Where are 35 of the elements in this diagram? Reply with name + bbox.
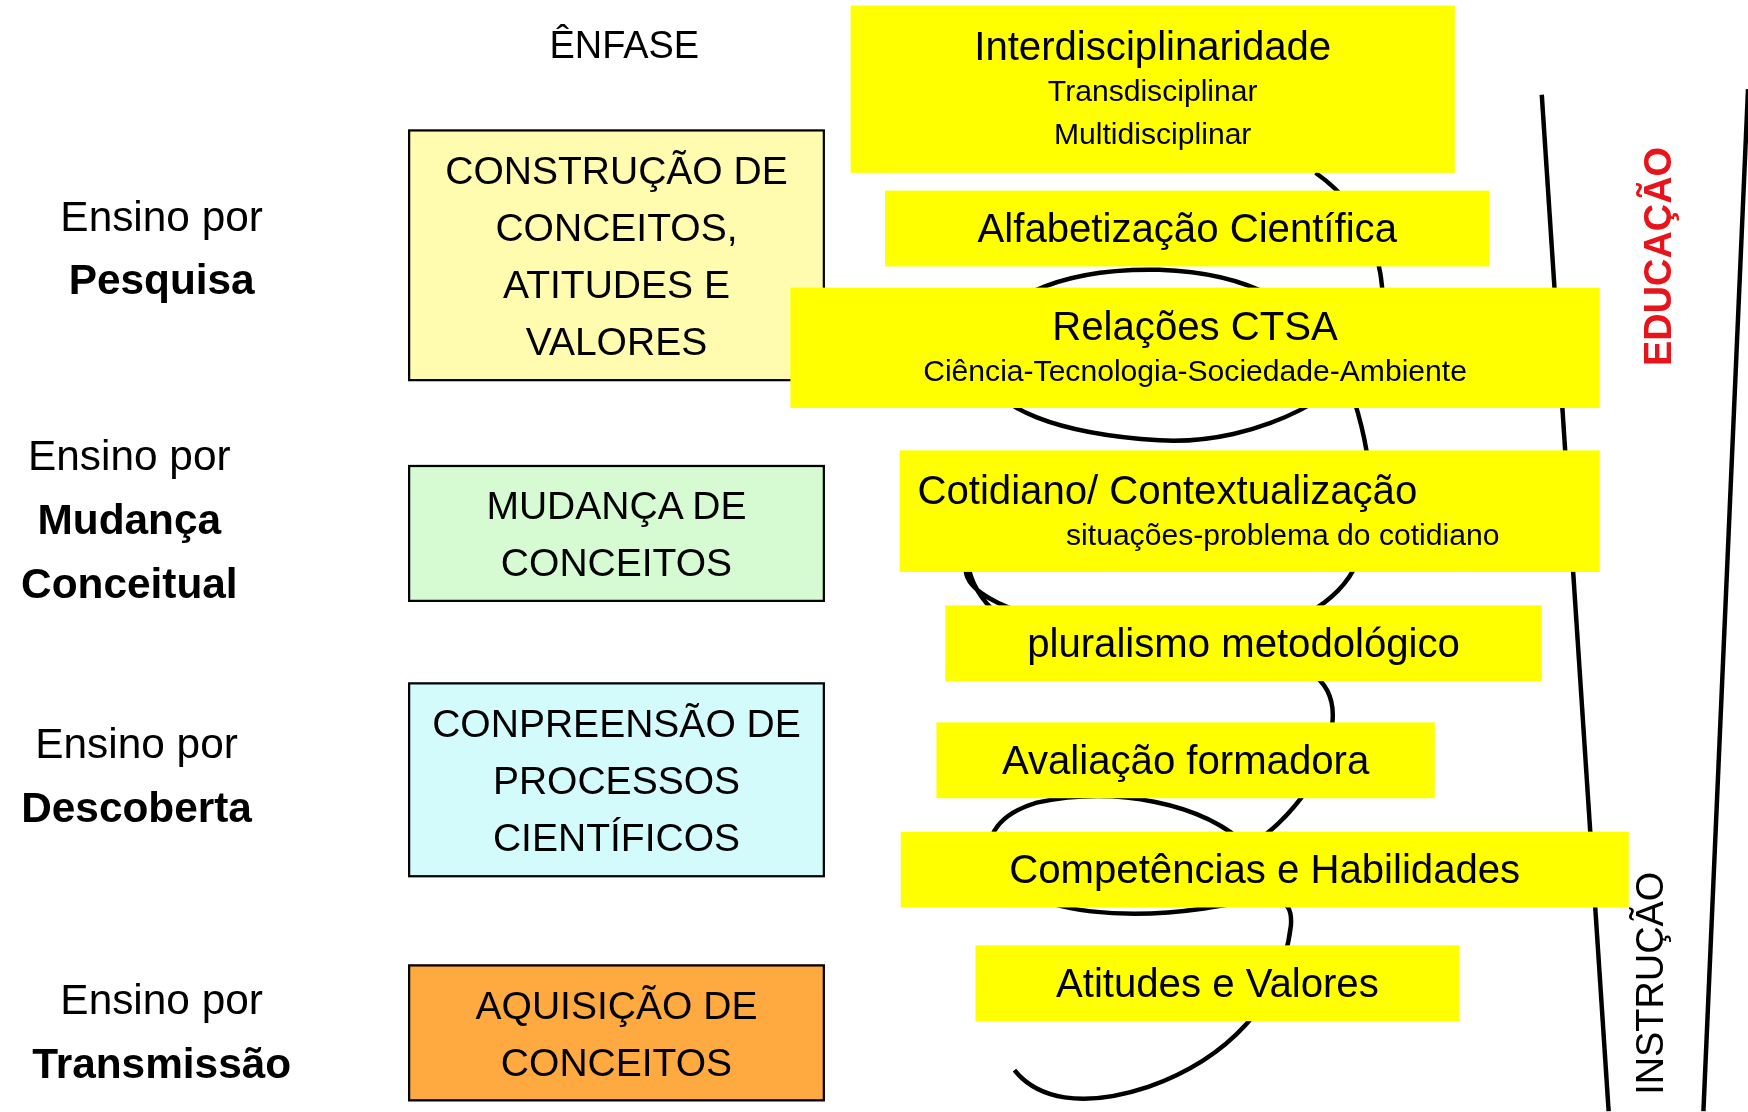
topic-box: [945, 605, 1542, 682]
emphasis-text: AQUISIÇÃO DE CONCEITOS: [474, 981, 759, 1086]
teaching-label: Ensino por Mudança Conceitual: [20, 431, 239, 609]
subtopic-text: situações-problema do cotidiano: [1066, 516, 1501, 554]
teaching-label: Ensino por Descoberta: [20, 719, 253, 833]
topic-box: [899, 450, 1600, 572]
topic-box: [936, 722, 1435, 799]
topic-title: Atitudes e Valores: [1056, 959, 1379, 1007]
topic-box: [790, 287, 1600, 408]
topic-title: Competências e Habilidades: [1009, 846, 1521, 893]
emphasis-box: [408, 129, 825, 382]
topic-title: Avaliação formadora: [1001, 736, 1370, 784]
axis-label: INSTRUÇÃO: [1627, 871, 1673, 1095]
topic-box: [975, 945, 1460, 1022]
emphasis-text: MUDANÇA DE CONCEITOS: [485, 482, 748, 586]
teaching-label: Ensino por Pesquisa: [59, 191, 264, 306]
subtopic-text: Multidisciplinar: [1054, 116, 1252, 153]
axis-label: EDUCAÇÃO: [1635, 146, 1680, 366]
heading-text: ÊNFASE: [548, 22, 701, 68]
topic-title: Interdisciplinaridade: [974, 23, 1332, 71]
topic-box: [850, 5, 1455, 173]
topic-title: Alfabetização Científica: [977, 205, 1397, 252]
topic-title: pluralismo metodológico: [1027, 619, 1460, 667]
subtopic-text: Ciência-Tecnologia-Sociedade-Ambiente: [923, 353, 1467, 390]
topic-box: [885, 190, 1490, 267]
teaching-label: Ensino por Transmissão: [31, 975, 293, 1089]
emphasis-text: CONSTRUÇÃO DE CONCEITOS, ATITUDES E VALORES: [444, 147, 789, 365]
topic-title: Relações CTSA: [1052, 303, 1338, 351]
subtopic-text: Transdisciplinar: [1047, 73, 1258, 111]
emphasis-box: [408, 682, 825, 878]
topic-title: Cotidiano/ Contextualização: [916, 466, 1418, 514]
emphasis-text: CONPREENSÃO DE PROCESSOS CIENTÍFICOS: [431, 700, 802, 861]
emphasis-box: [408, 964, 825, 1102]
emphasis-box: [408, 464, 825, 602]
topic-box: [900, 831, 1629, 908]
